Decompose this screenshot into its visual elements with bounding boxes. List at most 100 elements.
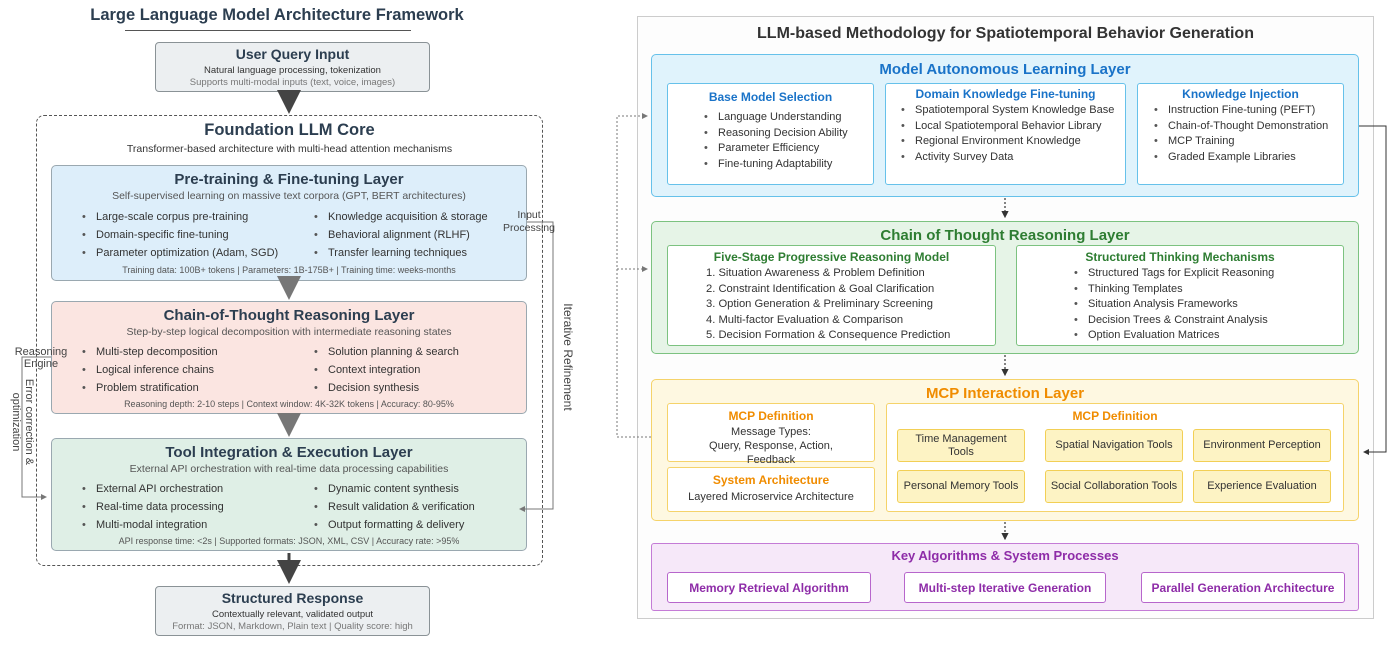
label-line: Input xyxy=(517,209,541,221)
reasoning-engine-label: Reasoning Engine xyxy=(10,346,72,370)
mcp-title: MCP Interaction Layer xyxy=(925,385,1085,402)
user-query-line1: Natural language processing, tokenizatio… xyxy=(204,65,381,76)
algo-multi-step: Multi-step Iterative Generation xyxy=(904,572,1106,603)
tool-subtitle: External API orchestration with real-tim… xyxy=(129,463,449,475)
base-model-title: Base Model Selection xyxy=(708,90,833,104)
tool-spatial-navigation: Spatial Navigation Tools xyxy=(1045,429,1183,462)
five-stage-box: Five-Stage Progressive Reasoning Model 1… xyxy=(667,245,996,346)
tool-list-2: Dynamic content synthesis Result validat… xyxy=(314,480,524,534)
list-item: Option Evaluation Matrices xyxy=(1074,328,1343,344)
list-item: External API orchestration xyxy=(82,480,302,498)
list-item: Problem stratification xyxy=(82,379,302,397)
tool-title: Tool Integration & Execution Layer xyxy=(165,444,413,461)
list-item: Decision Trees & Constraint Analysis xyxy=(1074,313,1343,329)
foundation-core-title: Foundation LLM Core xyxy=(204,121,375,139)
tool-layer: Tool Integration & Execution Layer Exter… xyxy=(51,438,527,551)
algo-parallel-generation: Parallel Generation Architecture xyxy=(1141,572,1345,603)
list-item: Situation Analysis Frameworks xyxy=(1074,297,1343,313)
domain-knowledge-list: Spatiotemporal System Knowledge Base Loc… xyxy=(901,103,1121,165)
list-item: Context integration xyxy=(314,361,524,379)
structured-thinking-list: Structured Tags for Explicit Reasoning T… xyxy=(1074,266,1343,344)
right-title: LLM-based Methodology for Spatiotemporal… xyxy=(757,25,1254,42)
list-item: Local Spatiotemporal Behavior Library xyxy=(901,119,1121,135)
pretraining-title: Pre-training & Fine-tuning Layer xyxy=(174,171,404,188)
left-connectors xyxy=(21,90,554,584)
knowledge-injection-box: Knowledge Injection Instruction Fine-tun… xyxy=(1137,83,1344,185)
label-line: Processing xyxy=(503,222,555,234)
iterative-refinement-path xyxy=(519,221,554,512)
list-item: MCP Training xyxy=(1154,134,1338,150)
left-title-underline xyxy=(125,30,411,31)
mcp-definition-title: MCP Definition xyxy=(728,409,814,423)
domain-knowledge-box: Domain Knowledge Fine-tuning Spatiotempo… xyxy=(885,83,1126,185)
label-line: Reasoning xyxy=(14,346,68,358)
response-title: Structured Response xyxy=(221,590,364,606)
list-item: Large-scale corpus pre-training xyxy=(82,208,302,226)
tool-experience-evaluation: Experience Evaluation xyxy=(1193,470,1331,503)
list-item: Regional Environment Knowledge xyxy=(901,134,1121,150)
autonomous-title: Model Autonomous Learning Layer xyxy=(879,61,1131,78)
error-correction-path xyxy=(21,356,51,500)
base-model-box: Base Model Selection Language Understand… xyxy=(667,83,874,185)
response-line2: Format: JSON, Markdown, Plain text | Qua… xyxy=(172,621,413,632)
system-architecture-text: Layered Microservice Architecture xyxy=(688,491,854,503)
five-stage-title: Five-Stage Progressive Reasoning Model xyxy=(713,250,950,264)
list-item: 4. Multi-factor Evaluation & Comparison xyxy=(706,313,904,326)
algo-memory-retrieval: Memory Retrieval Algorithm xyxy=(667,572,871,603)
cot-footer: Reasoning depth: 2-10 steps | Context wi… xyxy=(124,399,454,409)
list-item: Decision synthesis xyxy=(314,379,524,397)
label-line: Engine xyxy=(23,358,59,370)
list-item: Behavioral alignment (RLHF) xyxy=(314,226,524,244)
five-stage-list: 1. Situation Awareness & Problem Definit… xyxy=(706,266,995,344)
list-item: Output formatting & delivery xyxy=(314,516,524,534)
list-item: Multi-step decomposition xyxy=(82,343,302,361)
knowledge-injection-title: Knowledge Injection xyxy=(1182,87,1299,101)
structured-thinking-box: Structured Thinking Mechanisms Structure… xyxy=(1016,245,1344,346)
list-item: Parameter optimization (Adam, SGD) xyxy=(82,244,302,262)
cot-title: Chain-of-Thought Reasoning Layer xyxy=(163,307,415,324)
error-correction-label: Error correction & optimization xyxy=(9,357,35,487)
list-item: Spatiotemporal System Knowledge Base xyxy=(901,103,1121,119)
list-item: Solution planning & search xyxy=(314,343,524,361)
user-query-title: User Query Input xyxy=(235,46,350,62)
label-line: optimization xyxy=(10,392,22,452)
list-item: Fine-tuning Adaptability xyxy=(704,157,873,173)
tool-social-collaboration: Social Collaboration Tools xyxy=(1045,470,1183,503)
base-model-list: Language Understanding Reasoning Decisio… xyxy=(704,110,873,172)
foundation-core-subtitle: Transformer-based architecture with mult… xyxy=(126,143,453,155)
list-item: 3. Option Generation & Preliminary Scree… xyxy=(706,298,933,311)
mcp-definition-box: MCP Definition Message Types: Query, Res… xyxy=(667,403,875,466)
list-item: Instruction Fine-tuning (PEFT) xyxy=(1154,103,1338,119)
knowledge-injection-list: Instruction Fine-tuning (PEFT) Chain-of-… xyxy=(1154,103,1338,165)
tool-personal-memory: Personal Memory Tools xyxy=(897,470,1025,503)
structured-response-box: Structured Response Contextually relevan… xyxy=(155,586,430,636)
list-item: Graded Example Libraries xyxy=(1154,150,1338,166)
mcp-tools-box: MCP Definition Time Management Tools Spa… xyxy=(886,403,1344,512)
list-item: 1. Situation Awareness & Problem Definit… xyxy=(706,267,925,279)
list-item: Activity Survey Data xyxy=(901,150,1121,166)
list-item: 5. Decision Formation & Consequence Pred… xyxy=(706,329,951,342)
list-item: Multi-modal integration xyxy=(82,516,302,534)
tool-environment-perception: Environment Perception xyxy=(1193,429,1331,462)
list-item: 2. Constraint Identification & Goal Clar… xyxy=(706,282,935,295)
r-cot-title: Chain of Thought Reasoning Layer xyxy=(880,227,1130,244)
cot-list-2: Solution planning & search Context integ… xyxy=(314,343,524,397)
domain-knowledge-title: Domain Knowledge Fine-tuning xyxy=(915,87,1096,101)
user-query-line2: Supports multi-modal inputs (text, voice… xyxy=(189,77,396,88)
list-item: Structured Tags for Explicit Reasoning xyxy=(1074,266,1343,282)
iterative-refinement-label: Iterative Refinement xyxy=(561,303,575,411)
list-item: Thinking Templates xyxy=(1074,282,1343,298)
cot-list-1: Multi-step decomposition Logical inferen… xyxy=(82,343,302,397)
pretraining-footer: Training data: 100B+ tokens | Parameters… xyxy=(122,265,456,275)
algorithms-title: Key Algorithms & System Processes xyxy=(891,548,1119,563)
pretraining-list-2: Knowledge acquisition & storage Behavior… xyxy=(314,208,524,262)
response-line1: Contextually relevant, validated output xyxy=(211,609,374,620)
system-architecture-title: System Architecture xyxy=(712,473,830,487)
cot-layer: Chain-of-Thought Reasoning Layer Step-by… xyxy=(51,301,527,414)
list-item: Result validation & verification xyxy=(314,498,524,516)
list-item: Transfer learning techniques xyxy=(314,244,524,262)
list-item: Real-time data processing xyxy=(82,498,302,516)
left-title: Large Language Model Architecture Framew… xyxy=(90,6,464,24)
list-item: Domain-specific fine-tuning xyxy=(82,226,302,244)
structured-thinking-title: Structured Thinking Mechanisms xyxy=(1085,250,1275,264)
